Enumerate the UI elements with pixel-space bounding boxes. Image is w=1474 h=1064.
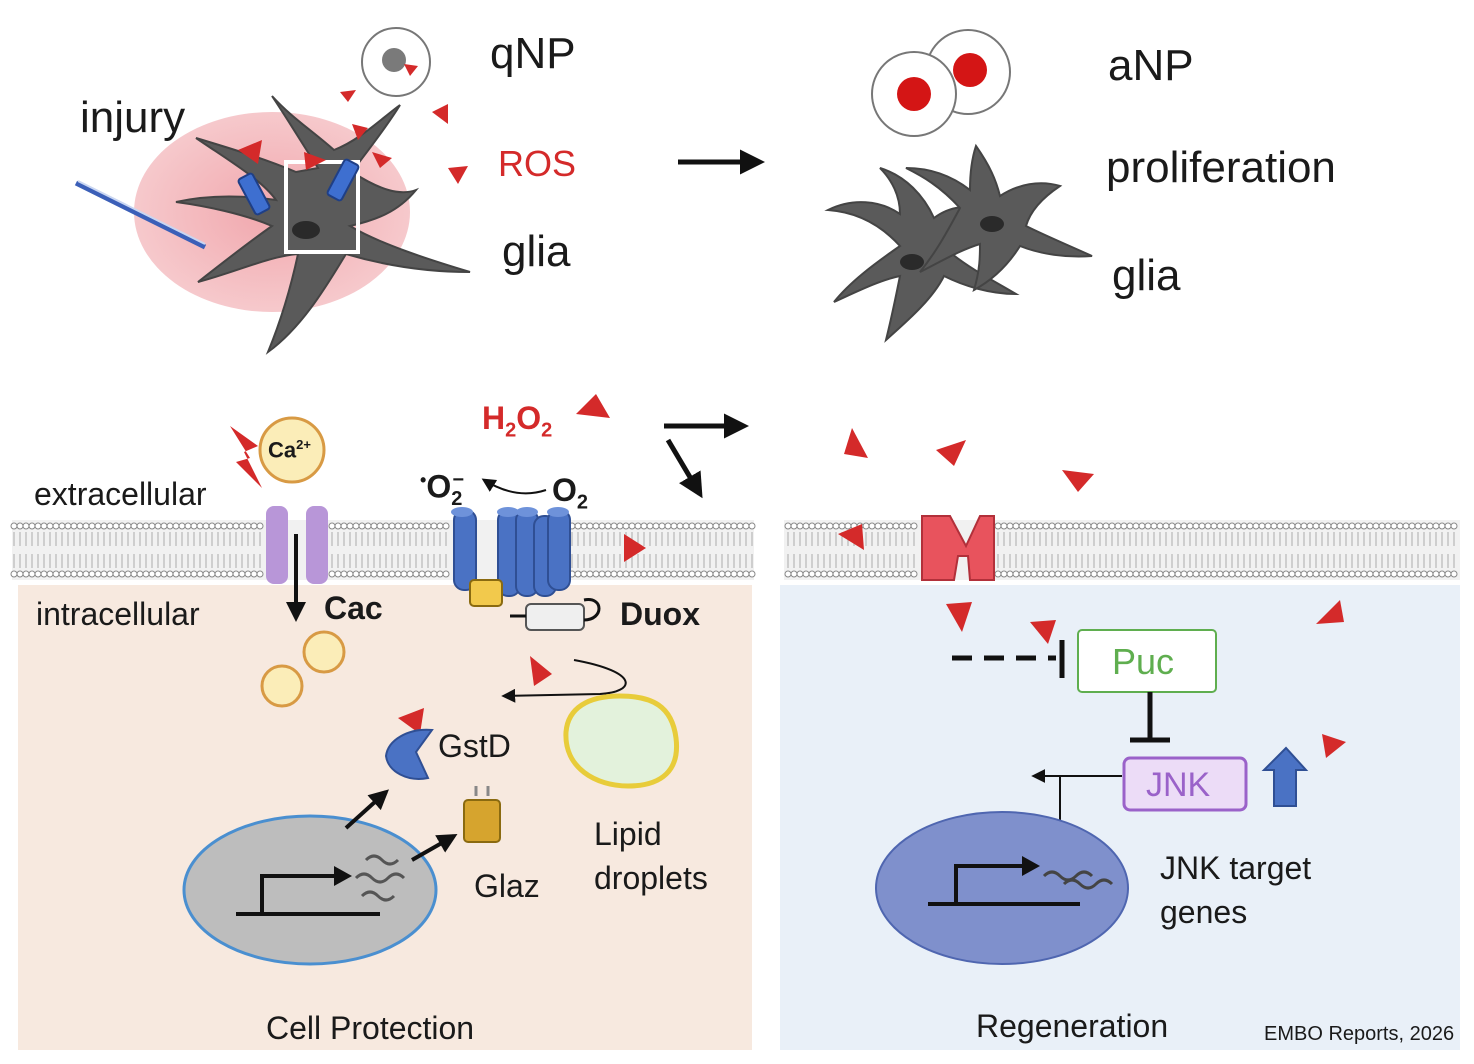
superoxide-label: •O2− [420,468,465,511]
cac-channel-right [306,506,328,584]
calcium-vesicle-2 [260,664,304,708]
glaz-label: Glaz [474,868,540,904]
expression-arrow-glaz [411,834,458,862]
glia-nucleus [292,221,320,239]
h2o2-down-arrow [665,438,703,499]
extracellular-label: extracellular [34,476,207,512]
mrna-right [1042,870,1114,890]
receptor-channel [921,515,995,581]
puc-box [1077,629,1217,693]
oxygen-label: O2 [552,472,589,514]
promoter-arrow-right [928,864,1080,906]
nucleus-regeneration [875,811,1129,965]
calcium-vesicle-1 [302,630,346,674]
proliferation-label: proliferation [1106,143,1336,192]
channel-left [237,172,271,216]
duox-label: Duox [620,596,700,632]
lipid-droplet [563,693,680,789]
qnp-label: qNP [490,29,576,78]
calcium-label: Ca2+ [268,437,311,463]
channel-right [326,158,360,202]
qnp-nucleus [382,48,406,72]
jnk-target-genes-label-1: JNK target [1160,850,1312,886]
injury-label: injury [80,93,186,142]
glia-label-left: glia [502,227,571,276]
lipid-droplets-label-2: droplets [594,860,708,896]
lightning-icon [230,426,262,488]
ros-triangles-left [398,394,646,734]
expression-arrow-gstd [344,789,389,830]
jnk-target-genes-label-2: genes [1160,894,1248,930]
cac-channel-left [266,506,288,584]
lipid-droplet-arrow [501,659,627,703]
gstd-protein [384,728,434,780]
mrna-left [354,854,406,902]
ros-triangles-top [238,90,468,184]
jnk-box [1122,756,1248,812]
glia-cell-injured [175,95,471,355]
cac-label: Cac [324,590,383,626]
ros-triangles-right [838,428,1346,758]
membrane-right [784,520,1460,580]
nucleus-protection [182,814,438,966]
ros-label: ROS [498,143,577,184]
credit-label: EMBO Reports, 2026 [1264,1023,1455,1045]
jnk-label: JNK [1146,766,1211,804]
puc-label: Puc [1112,641,1175,682]
duox-enzyme [451,507,601,631]
lipid-droplets-label-1: Lipid [594,816,662,852]
jnk-upregulated-arrow [1261,746,1309,807]
regeneration-label: Regeneration [976,1008,1169,1044]
superoxide-conversion-arrow [481,478,547,495]
intracellular-label: intracellular [36,596,200,632]
gstd-label: GstD [438,728,511,764]
injury-needle [74,180,207,250]
cell-protection-label: Cell Protection [266,1010,475,1046]
anp-label: aNP [1108,41,1194,90]
promoter-arrow-left [236,874,380,916]
glia-label-right: glia [1112,251,1181,300]
membrane-left [10,520,756,580]
calcium-ion [258,416,326,484]
glaz-protein [463,786,501,843]
cell-protection-panel [18,585,752,1050]
h2o2-label: H2O2 [482,400,553,442]
